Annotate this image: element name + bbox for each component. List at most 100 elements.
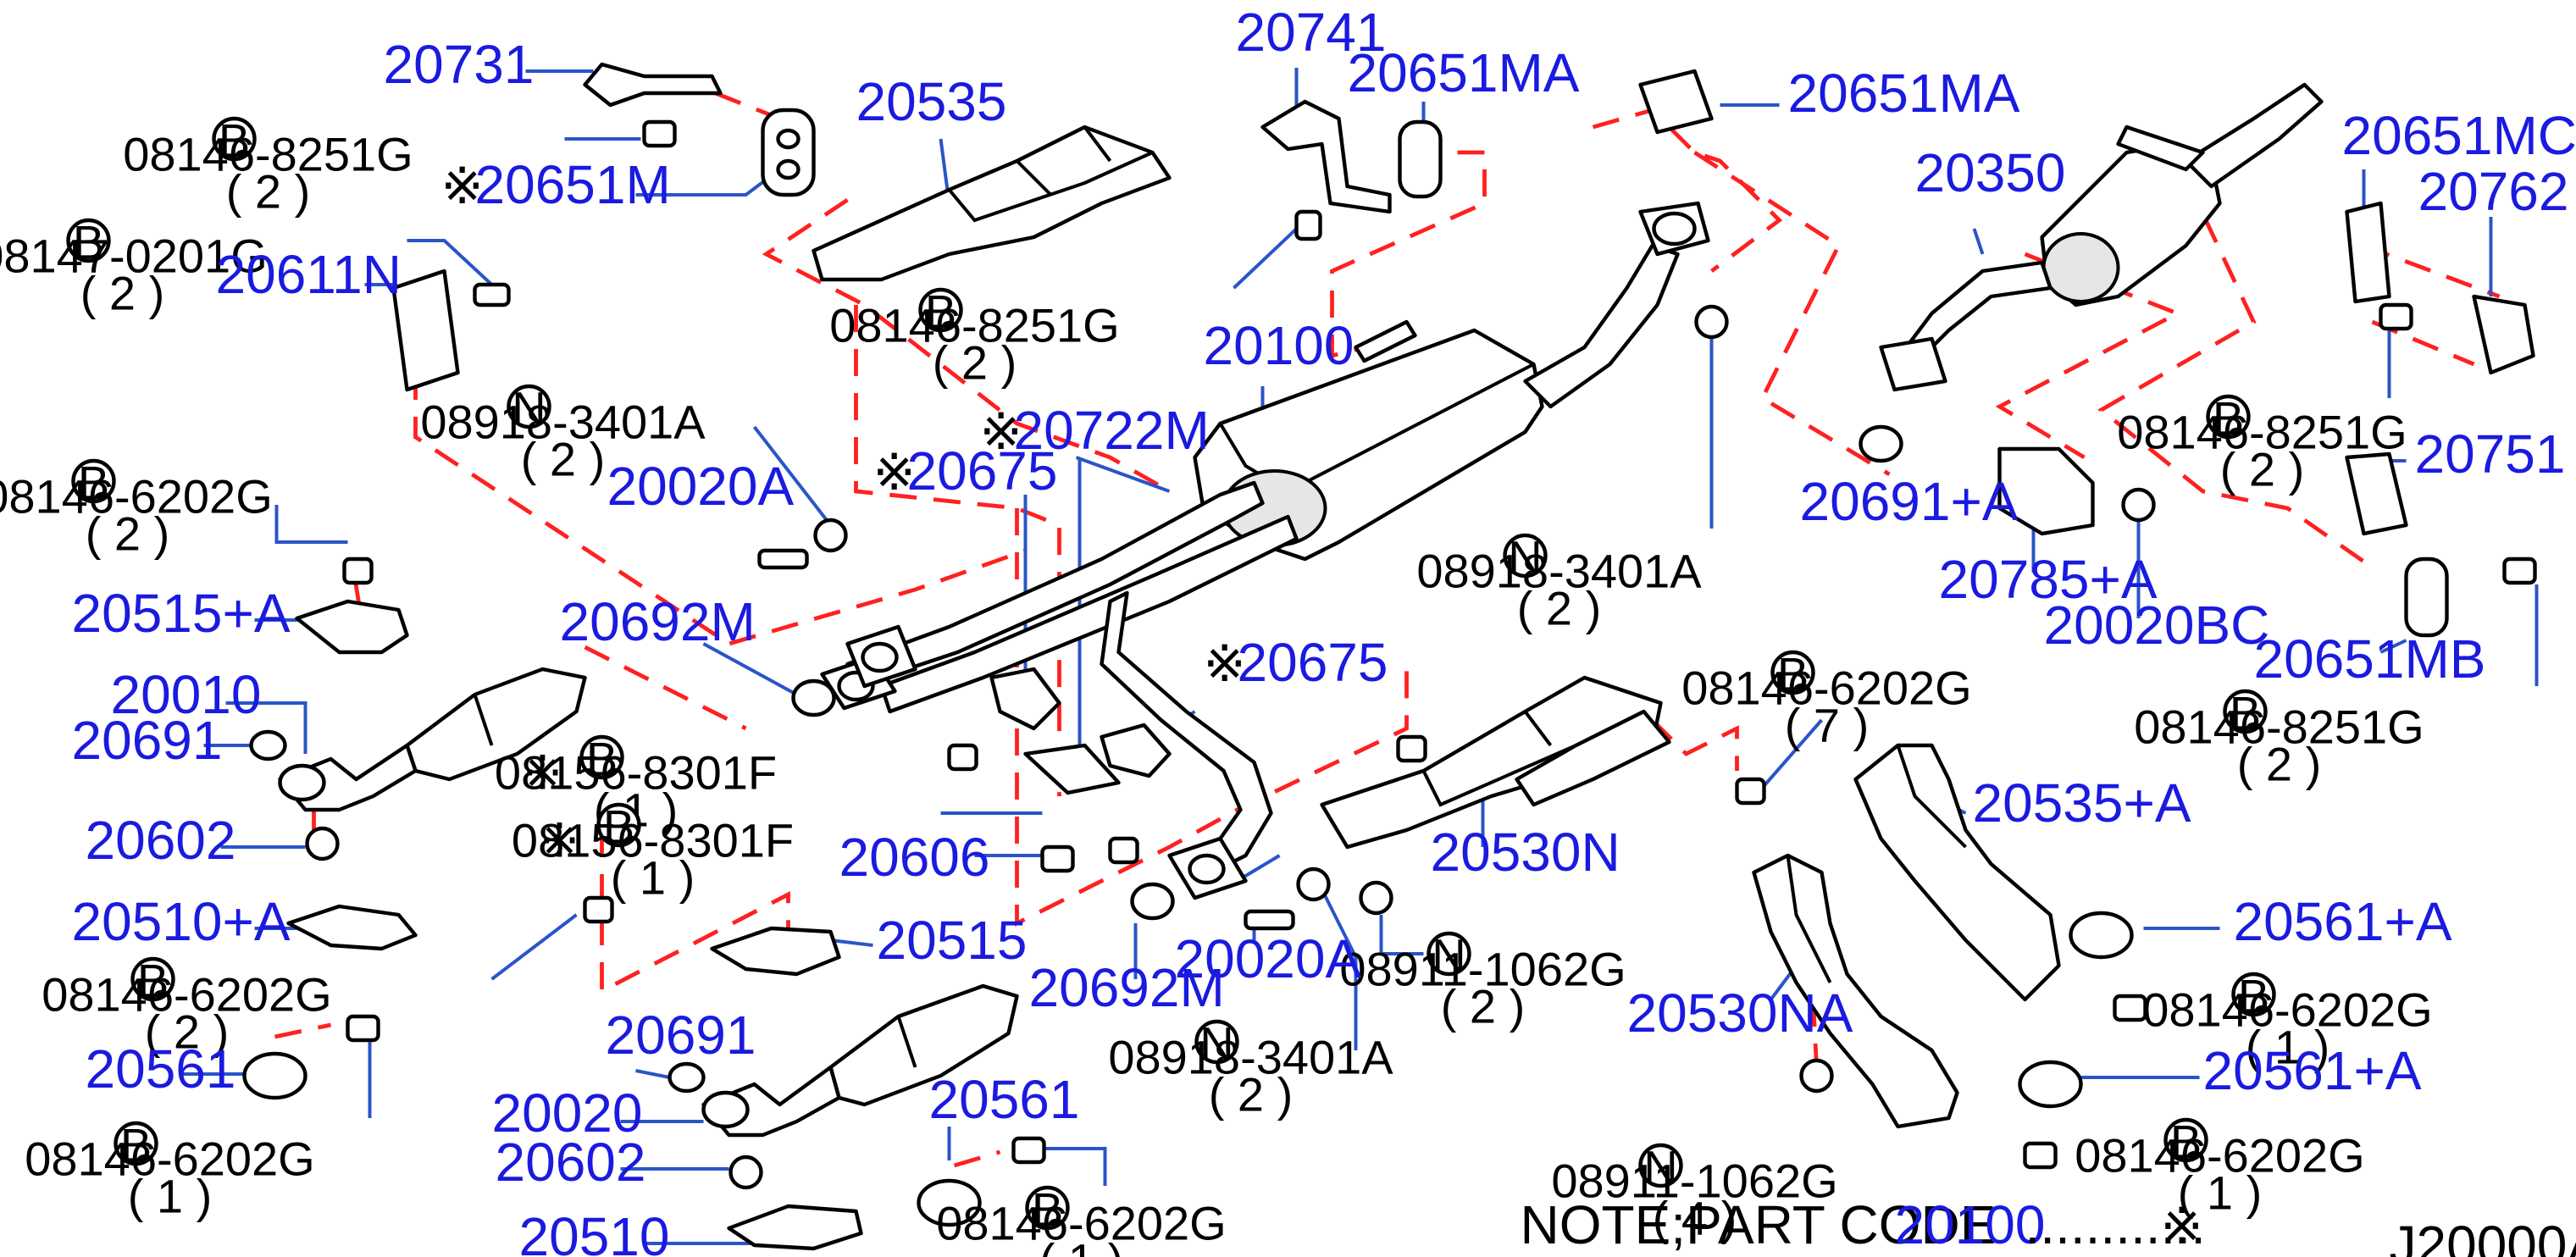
right-insulators <box>1752 743 2061 1129</box>
fastener-type-circle <box>1503 533 1548 579</box>
part-label: 20785+A <box>1939 549 2158 610</box>
part-number: 20535 <box>856 71 1007 132</box>
fastener-part-number: 08918-3401A <box>1108 1031 1393 1084</box>
fastener-type-letter: B <box>1032 1183 1063 1237</box>
fastener-quantity: ( 2 ) <box>80 267 165 320</box>
fastener-part-number: 08146-6202G <box>2075 1129 2365 1182</box>
part-label: 20020 <box>492 1083 643 1143</box>
fastener-type-letter: B <box>73 216 104 269</box>
fastener-type-letter: B <box>219 114 250 168</box>
fastener-type-circle <box>1194 1019 1239 1065</box>
fastener-part-number: 08146-6202G <box>25 1132 315 1186</box>
part-label: 20692M <box>1029 957 1225 1018</box>
part-number: 20510+A <box>72 891 291 952</box>
part-label: 20530N <box>1431 822 1620 883</box>
part-number: 20762 <box>2418 161 2569 222</box>
part-label: 20350 <box>1915 142 2066 203</box>
part-number: 20561+A <box>2234 891 2452 952</box>
part-label: 20510 <box>519 1206 670 1257</box>
part-number: 20010 <box>111 664 262 725</box>
fastener-type-letter: B <box>78 457 109 510</box>
part-label: 20561+A <box>2234 891 2452 952</box>
fastener-type-circle <box>71 458 116 504</box>
part-number: 20100 <box>1204 315 1354 376</box>
part-number: 20675 <box>1238 632 1388 693</box>
part-number: 20561+A <box>2203 1040 2422 1101</box>
part-number: 20785+A <box>1939 549 2158 610</box>
part-label: 20561 <box>86 1038 236 1099</box>
fastener-type-letter: B <box>2238 970 2269 1023</box>
fastener-type-circle <box>66 218 111 263</box>
fastener-quantity: ( 2 ) <box>226 165 311 219</box>
part-label: 20020A <box>1175 928 1362 989</box>
fastener-type-letter: N <box>1508 531 1542 584</box>
part-label: 20561 <box>929 1069 1080 1130</box>
part-label: ※20722M <box>980 400 1210 461</box>
diagram-reference-code: J20000AL <box>2390 1215 2576 1257</box>
star-mark: ※ <box>980 403 1022 460</box>
part-number: 20692M <box>560 591 756 652</box>
part-label: 20651MC <box>2342 105 2576 166</box>
fastener-type-letter: N <box>1432 929 1465 983</box>
fastener-type-circle <box>114 1121 158 1166</box>
part-label: 20515 <box>877 910 1028 971</box>
fastener-part-number: 08146-6202G <box>0 470 273 523</box>
part-label: 20535 <box>856 71 1007 132</box>
part-number: 20020A <box>1175 928 1362 989</box>
fastener-part-number: 08911-1062G <box>1551 1155 1837 1208</box>
part-label: 20651MA <box>1788 63 2020 124</box>
fastener-type-letter: B <box>603 800 634 854</box>
part-number: 20692M <box>1029 957 1225 1018</box>
fastener-type-letter: B <box>586 733 618 786</box>
part-number: 20020BC <box>2044 595 2270 656</box>
part-label: 20691 <box>606 1005 756 1066</box>
part-number: 20020 <box>492 1083 643 1143</box>
fastener-quantity: ( 2 ) <box>521 433 606 486</box>
fastener-quantity: ( 1 ) <box>128 1170 213 1223</box>
part-number: 20722M <box>1014 400 1210 461</box>
star-mark: ※ <box>540 814 579 867</box>
part-number: 20602 <box>86 810 236 871</box>
fastener-quantity: ( 4 ) <box>1653 1192 1737 1245</box>
part-number: 20731 <box>384 34 535 95</box>
part-label: 20515+A <box>72 583 291 644</box>
fastener-part-number: 08146-6202G <box>42 968 332 1022</box>
heat-insulator-mid <box>1320 675 1671 850</box>
fastener-type-circle <box>130 956 175 1002</box>
fastener-type-letter: B <box>2230 687 2261 740</box>
part-number: 20611N <box>216 244 402 305</box>
fastener-quantity: ( 2 ) <box>933 336 1017 390</box>
part-label: 20602 <box>496 1132 646 1193</box>
muffler-assembly <box>1193 201 1710 562</box>
part-label: ※20651M <box>441 154 671 215</box>
fastener-part-number: 08918-3401A <box>420 396 706 449</box>
fastener-type-letter: N <box>512 382 546 435</box>
note-star: ※ <box>2161 1198 2203 1254</box>
part-number: 20530N <box>1431 822 1620 883</box>
fastener-type-letter: N <box>1643 1141 1677 1194</box>
part-number: 20651M <box>475 154 671 215</box>
small-parts <box>242 62 2537 1251</box>
part-label: 20010 <box>111 664 262 725</box>
part-label: 20651MA <box>1348 42 1580 103</box>
fastener-part-number: 08156-8301F <box>495 746 777 800</box>
fastener-quantity: ( 2 ) <box>2220 443 2305 496</box>
part-number: 20020A <box>607 456 795 517</box>
fastener-quantity: ( 2 ) <box>1441 980 1526 1033</box>
part-number: 20651MA <box>1348 42 1580 103</box>
